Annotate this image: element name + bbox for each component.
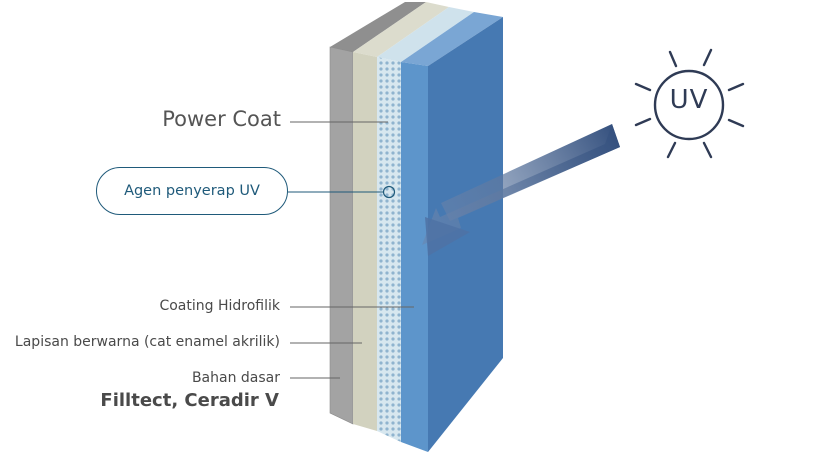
- product-name-label: Filltect, Ceradir V: [100, 390, 279, 411]
- color-layer-top-face: [353, 2, 449, 57]
- hydrophilic-label: Coating Hidrofilik: [159, 298, 280, 314]
- uv-arrow-head: [425, 217, 470, 256]
- power-coat-label: Power Coat: [162, 107, 281, 131]
- color-layer: [353, 52, 377, 431]
- uv-absorber-label: Agen penyerap UV: [96, 167, 288, 215]
- hydrophilic-layer: [401, 62, 428, 452]
- uv-absorber-label-text: Agen penyerap UV: [124, 183, 260, 199]
- sun-icon: [634, 48, 745, 159]
- substrate-top-face: [330, 2, 426, 52]
- uv-arrow-shaft: [441, 124, 620, 221]
- uv-sun-text: UV: [669, 85, 709, 115]
- uv-absorber-dots: [377, 57, 401, 442]
- base-material-label: Bahan dasar: [191, 370, 280, 386]
- substrate-layer: [329, 46, 354, 425]
- uv-absorber-marker: [382, 185, 396, 199]
- hydrophilic-top-face: [401, 12, 503, 66]
- uv-layer-top-face: [377, 7, 474, 62]
- color-layer-label: Lapisan berwarna (cat enamel akrilik): [14, 334, 280, 350]
